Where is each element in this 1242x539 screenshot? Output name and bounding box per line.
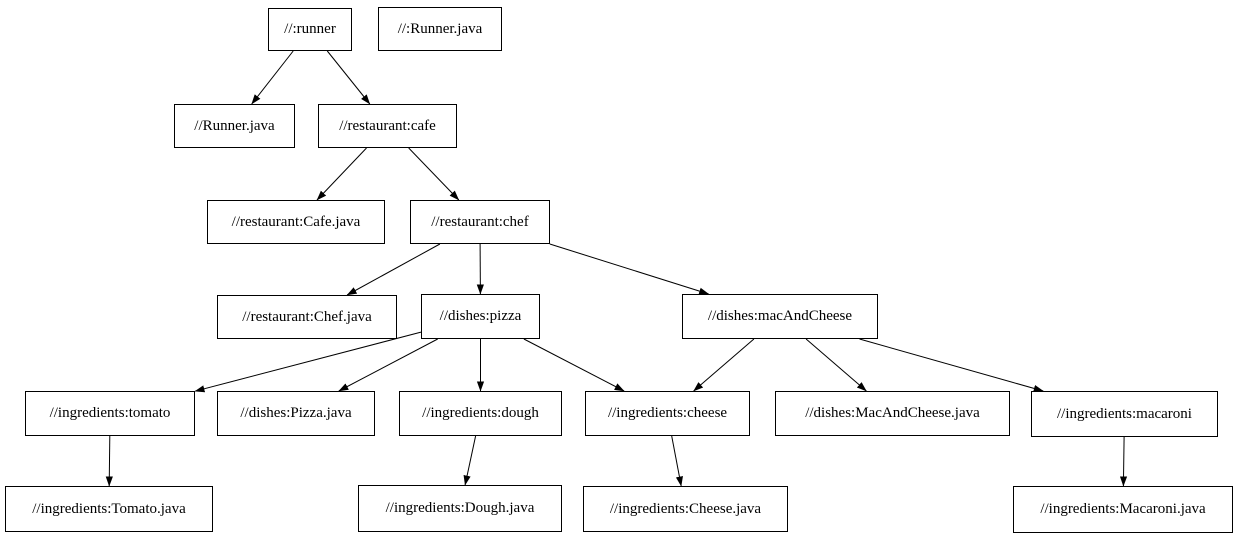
edge-macandcheese-to-cheese — [693, 338, 755, 392]
edge-cheese-to-cheese-java — [671, 435, 683, 487]
edge-tomato-to-tomato-java — [105, 435, 113, 487]
node-macaroni-java: //ingredients:Macaroni.java — [1013, 486, 1233, 533]
node-cheese: //ingredients:cheese — [585, 391, 750, 436]
node-runner-java-file: //Runner.java — [174, 104, 295, 148]
node-cheese-java: //ingredients:Cheese.java — [583, 486, 788, 532]
node-cafe-java: //restaurant:Cafe.java — [207, 200, 385, 244]
edge-macandcheese-to-macandcheese-java — [805, 338, 867, 392]
node-dough-java: //ingredients:Dough.java — [358, 485, 562, 532]
edge-runner-to-runner-java-file — [251, 50, 294, 105]
node-cafe: //restaurant:cafe — [318, 104, 457, 148]
edge-cafe-to-chef — [408, 147, 460, 201]
node-macandcheese: //dishes:macAndCheese — [682, 294, 878, 339]
edge-dough-to-dough-java — [463, 435, 477, 486]
edge-pizza-to-pizza-java — [338, 338, 438, 392]
node-chef-java: //restaurant:Chef.java — [217, 295, 397, 339]
edge-pizza-to-cheese — [523, 338, 625, 392]
node-dough: //ingredients:dough — [399, 391, 562, 436]
edge-chef-to-chef-java — [346, 243, 441, 296]
node-tomato: //ingredients:tomato — [25, 391, 195, 436]
node-pizza: //dishes:pizza — [421, 294, 540, 339]
node-tomato-java: //ingredients:Tomato.java — [5, 486, 213, 532]
edge-runner-to-cafe — [326, 50, 371, 105]
node-chef: //restaurant:chef — [410, 200, 550, 244]
node-macaroni: //ingredients:macaroni — [1031, 391, 1218, 437]
node-runner: //:runner — [268, 8, 352, 51]
node-runner-java-target: //:Runner.java — [378, 7, 502, 51]
node-pizza-java: //dishes:Pizza.java — [217, 391, 375, 436]
edge-pizza-to-tomato — [194, 331, 422, 393]
edge-chef-to-macandcheese — [549, 243, 710, 295]
edge-macandcheese-to-macaroni — [859, 338, 1044, 392]
edge-macaroni-to-macaroni-java — [1119, 436, 1128, 487]
node-macandcheese-java: //dishes:MacAndCheese.java — [775, 391, 1010, 436]
edge-cafe-to-cafe-java — [316, 147, 367, 201]
